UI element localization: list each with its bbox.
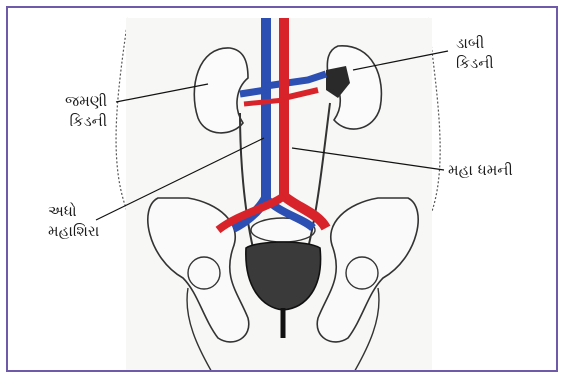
label-right-kidney-line2: કિડની: [65, 111, 107, 131]
label-vena-cava-line1: અધો: [48, 201, 99, 221]
label-right-kidney-line1: જમણી: [65, 91, 107, 111]
label-left-kidney: ડાબી કિડની: [456, 33, 494, 73]
label-aorta: મહા ધમની: [448, 160, 513, 180]
label-left-kidney-line1: ડાબી: [456, 33, 494, 53]
renal-vein-right: [240, 90, 266, 94]
label-vena-cava-line2: મહાશિરા: [48, 221, 99, 241]
label-right-kidney: જમણી કિડની: [65, 91, 107, 131]
label-vena-cava: અધો મહાશિરા: [48, 201, 99, 241]
label-left-kidney-line2: કિડની: [456, 53, 494, 73]
diagram-frame: જમણી કિડની ડાબી કિડની મહા ધમની અધો મહાશિ…: [6, 6, 558, 372]
